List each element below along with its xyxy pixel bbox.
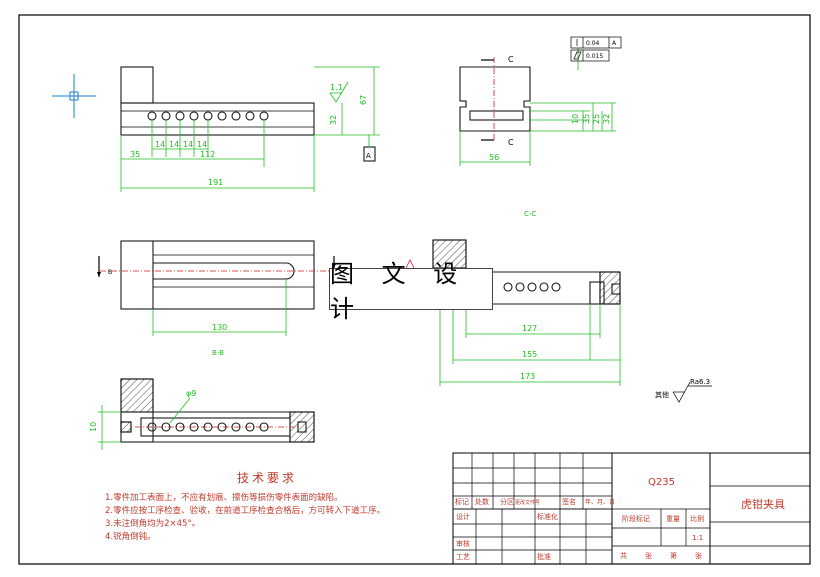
title-block: 标记 处数 分区 更改文件号 签名 年、月、日 设计 标准化 审核 工艺 批准 … [452, 452, 811, 565]
dim-pitch-2: 14 [169, 140, 179, 149]
dim-pitch-4: 14 [197, 140, 207, 149]
section-label-cc: C-C [524, 210, 536, 218]
dim-side-h2: 35 [582, 114, 591, 124]
tb-label-mark: 标记 [455, 497, 469, 506]
tb-stage: 阶段标记 [622, 514, 650, 523]
dim-side-width: 56 [489, 153, 499, 162]
dim-side-h3: 25 [592, 114, 601, 124]
front-holes [147, 111, 269, 121]
tech-note-1: 1.零件加工表面上，不应有划痕、擦伤等损伤零件表面的缺陷。 [105, 492, 343, 503]
tb-standard: 标准化 [537, 512, 558, 521]
dim-side-h4: 32 [602, 114, 611, 124]
cut-c-top: C [508, 55, 514, 64]
front-view: 14 14 14 14 35 112 191 67 32 1.1 A [120, 66, 380, 192]
tb-scale-value: 1:1 [692, 534, 703, 542]
dim-pitch-3: 14 [183, 140, 193, 149]
section-holes [503, 282, 561, 292]
dim-lower-h: 10 [89, 422, 98, 432]
tech-note-3: 3.未注倒角均为2×45°。 [105, 518, 200, 529]
tb-sheets-unit-1: 张 [645, 551, 652, 560]
watermark-banner: 图 文 设 计 [329, 260, 493, 323]
lower-holes [147, 422, 269, 432]
dim-sect-3: 173 [520, 372, 535, 381]
tb-design: 设计 [456, 512, 470, 521]
section-label-bb: B-B [212, 349, 224, 357]
tech-note-4: 4.锐角倒钝。 [105, 531, 156, 542]
tb-weight: 重量 [666, 515, 680, 523]
dim-side-h1: 10 [571, 114, 580, 124]
watermark-text: 图 文 设 计 [330, 260, 468, 323]
tol-parallel: 0.015 [586, 53, 603, 60]
dim-sect-1: 127 [522, 324, 537, 333]
roughness-other-label: 其他 [655, 390, 669, 399]
roughness-value: 1.1 [330, 83, 343, 92]
tol-flatness: 0.04 [586, 40, 600, 47]
tech-notes: 技术要求 1.零件加工表面上，不应有划痕、擦伤等损伤零件表面的缺陷。 2.零件应… [105, 471, 385, 542]
crosshair-cursor [52, 74, 96, 118]
tb-label-change-doc: 更改文件号 [515, 499, 540, 506]
tb-sheet-index: 第 [670, 551, 677, 560]
dim-sect-2: 155 [522, 350, 537, 359]
tb-ratio: 比例 [690, 514, 704, 523]
datum-letter: A [366, 152, 371, 160]
cut-c-bottom: C [508, 138, 514, 147]
dim-first-offset: 35 [130, 150, 140, 159]
dim-pitch-1: 14 [155, 140, 165, 149]
tb-label-count: 处数 [475, 497, 489, 506]
tb-review: 审核 [456, 539, 470, 548]
side-view: C C 56 10 35 25 32 0.04 A 0.015 C-C [459, 36, 622, 218]
tb-label-sign: 签名 [562, 497, 576, 506]
tb-sheets-total: 共 [620, 551, 627, 560]
tech-note-2: 2.零件应按工序检查、验收，在前道工序检查合格后，方可转入下道工序。 [105, 505, 385, 516]
tb-label-date: 年、月、日 [585, 498, 615, 506]
dim-height: 67 [359, 95, 368, 105]
tb-part-name: 虎钳夹具 [741, 498, 785, 511]
lower-section-view: φ9 10 [89, 378, 315, 450]
cut-b-label: B [108, 269, 112, 276]
sheet-border [18, 14, 811, 565]
dim-mid: 32 [329, 115, 338, 125]
tb-process: 工艺 [456, 553, 470, 561]
tech-title: 技术要求 [237, 471, 297, 485]
tb-material: Q235 [648, 477, 675, 488]
roughness-other-value: Ra6.3 [690, 378, 710, 386]
dim-hole-dia: φ9 [186, 389, 196, 398]
top-view: B 130 B-B [97, 240, 336, 357]
tb-sheets-unit-2: 张 [695, 551, 702, 560]
tol-flatness-ref: A [612, 40, 617, 47]
roughness-note: 其他 Ra6.3 [655, 378, 712, 403]
tb-approve: 批准 [537, 552, 551, 561]
dim-slot: 130 [212, 323, 227, 332]
dim-overall-length: 191 [208, 178, 223, 187]
dim-span: 112 [200, 150, 215, 159]
tb-label-zone: 分区 [500, 497, 514, 506]
